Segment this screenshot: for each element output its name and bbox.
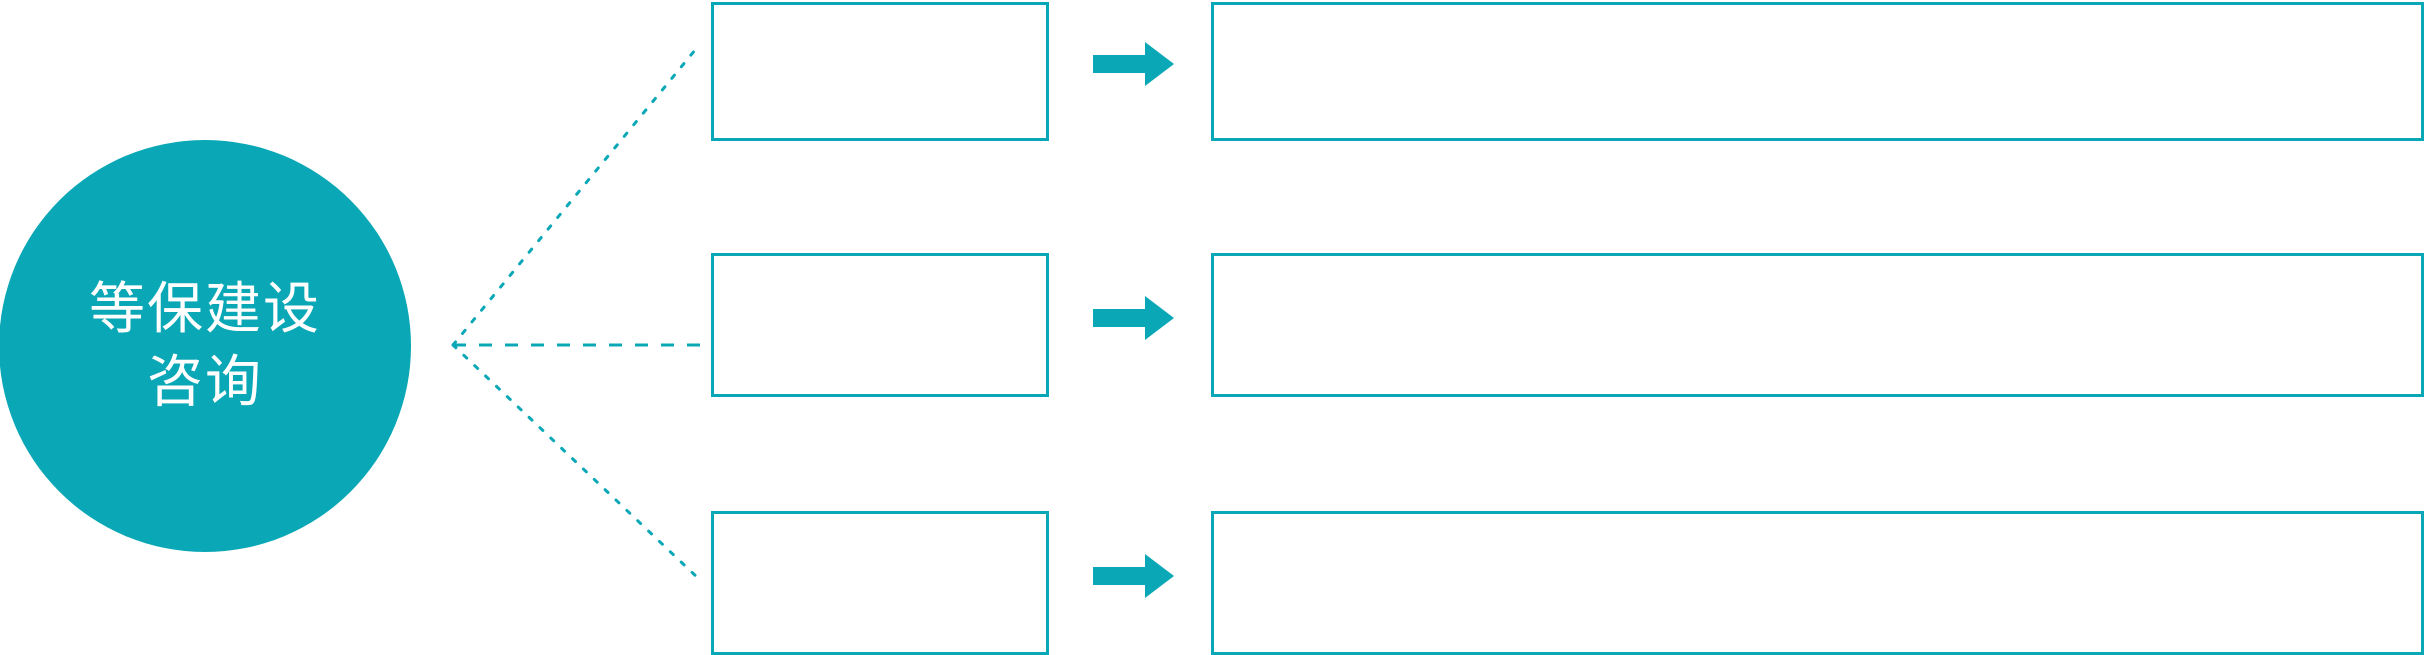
row-1-detail-box[interactable] [1211, 2, 2424, 141]
hub-node-circle[interactable]: 等保建设 咨询 [0, 140, 411, 552]
row-3-stage-box[interactable] [711, 511, 1049, 655]
row-2-detail-box[interactable] [1211, 253, 2424, 397]
row-3-detail-box[interactable] [1211, 511, 2424, 655]
arrow-right-icon [1093, 296, 1174, 340]
arrow-right-icon [1093, 554, 1174, 598]
arrow-right-icon [1093, 42, 1174, 86]
row-2-stage-box[interactable] [711, 253, 1049, 397]
hub-label-line-2: 咨询 [147, 350, 263, 413]
connector-line-1 [451, 42, 702, 347]
row-1-stage-box[interactable] [711, 2, 1049, 141]
hub-label-line-1: 等保建设 [89, 277, 321, 341]
connector-line-3 [451, 343, 702, 582]
